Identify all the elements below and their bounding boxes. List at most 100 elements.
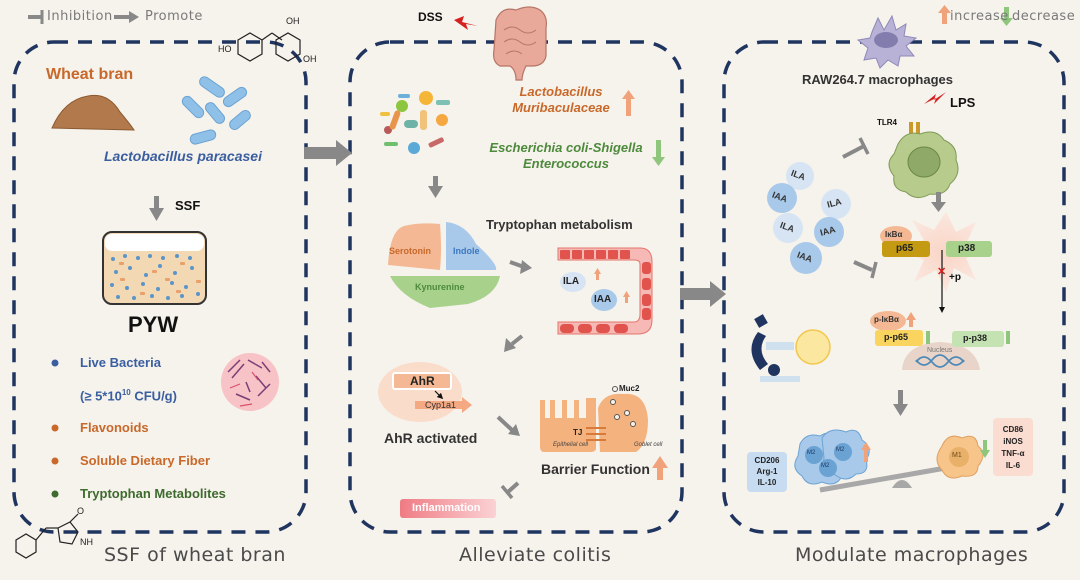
bullet-fiber [51, 457, 59, 465]
tj-label: TJ [573, 428, 583, 437]
p65-label: p65 [896, 243, 914, 254]
inhibit-tlr4-icon [842, 137, 870, 159]
p-ikba-label: p-IκBα [874, 315, 899, 324]
oh-label-2: OH [303, 54, 317, 64]
barrier-function-label: Barrier Function [541, 461, 650, 477]
cyp1a1-label: Cyp1a1 [425, 400, 457, 410]
pyw-container-icon [102, 231, 207, 305]
serotonin-label: Serotonin [389, 246, 431, 256]
m2-label-1: M2 [807, 450, 816, 456]
m1-label: M1 [952, 452, 962, 459]
nucleus-to-balance-arrow [893, 390, 908, 416]
p-p38-decrease-arrow [1006, 331, 1010, 344]
m1-markers: CD86 iNOS TNF-α IL-6 [993, 424, 1033, 472]
microscope-icon [751, 314, 800, 382]
cfu-base: (≥ 5*10 [80, 388, 122, 404]
m2-marker-box [747, 452, 787, 492]
p-p38-label: p-p38 [963, 333, 988, 343]
promote-legend-label: Promote [145, 9, 203, 24]
taxon-enterococcus: Enterococcus [523, 156, 609, 171]
barrier-increase-arrow [652, 456, 668, 480]
bullet-trp [51, 490, 59, 498]
ahr-box [392, 372, 452, 390]
kynurenine-label: Kynurenine [415, 282, 465, 292]
gut-ila-label: ILA [563, 276, 580, 287]
tryptophan-metabolism-title: Tryptophan metabolism [486, 217, 633, 232]
panel-colitis-title: Alleviate colitis [459, 544, 612, 566]
cyp1a1-arrow [415, 397, 472, 413]
marker-il10: IL-10 [757, 478, 777, 487]
live-bacteria-label: Live Bacteria [80, 355, 161, 370]
raw-macrophages-label: RAW264.7 macrophages [802, 72, 954, 87]
ahr-activated-label: AhR activated [384, 430, 478, 446]
m1-decrease-arrow [980, 440, 990, 458]
p-ikba-blob [870, 311, 906, 331]
bullet-flavonoids [51, 424, 59, 432]
inhibit-nfkb-icon [853, 260, 878, 279]
ikba-label: IκBα [885, 230, 903, 239]
ssf-arrow [149, 196, 164, 221]
gut-epithelium-icon [557, 247, 653, 335]
seesaw-fulcrum [892, 480, 912, 488]
tryptophan-metabolites-label: Tryptophan Metabolites [80, 486, 226, 501]
m2-increase-arrow [861, 442, 871, 462]
cfu-exponent: 10 [121, 388, 131, 397]
p-ikba-increase-arrow [906, 312, 916, 327]
microbiota-to-trp-arrow [428, 176, 443, 198]
panel-ssf-border [12, 40, 308, 534]
tlr4-receptor-icon [909, 122, 920, 138]
increase-legend-icon [938, 5, 951, 24]
dna-icon [915, 354, 965, 368]
decreased-taxa: Escherichia coli-Shigella Enterococcus [476, 140, 656, 172]
indole-label: Indole [453, 246, 480, 256]
marker-tnfa: TNF-α [1001, 449, 1025, 458]
lps-bolt-icon [924, 92, 946, 104]
ahr-cloud [378, 362, 462, 422]
ila-increase-arrow [596, 272, 599, 280]
ila-iaa-bubbles [767, 162, 851, 274]
taxon-lactobacillus: Lactobacillus [519, 84, 603, 99]
gut-iaa-label: IAA [594, 294, 612, 305]
p38-label: p38 [958, 243, 976, 254]
decrease-arrow-taxa [652, 140, 665, 166]
marker-cd86: CD86 [1002, 425, 1024, 434]
promote-legend-icon [114, 11, 139, 23]
decrease-legend-icon [1000, 7, 1013, 26]
cfu-unit: CFU/g) [130, 388, 177, 404]
p-p65-box [875, 330, 923, 346]
inhibition-legend-icon [28, 10, 44, 24]
taxon-escherichia-shigella: Escherichia coli-Shigella [489, 140, 643, 155]
serotonin-segment [388, 223, 441, 270]
p65-box [882, 241, 930, 257]
raw-macrophage-icon [856, 14, 918, 69]
nh-label: NH [80, 537, 93, 547]
dss-label: DSS [418, 10, 443, 24]
ssf-label: SSF [175, 198, 201, 213]
p-p65-decrease-arrow [926, 331, 930, 344]
phenolic-molecule-icon [237, 32, 301, 62]
mucin-granules [610, 386, 636, 427]
inhibition-legend-label: Inhibition [47, 9, 113, 24]
o-label: O [77, 506, 84, 516]
dss-bolt-icon [454, 16, 478, 30]
oh-label-1: OH [286, 16, 300, 26]
activation-burst [900, 212, 990, 292]
tlr4-label: TLR4 [877, 118, 897, 127]
increase-legend-label: increase [950, 9, 1009, 24]
taxon-muribaculaceae: Muribaculaceae [512, 100, 610, 115]
nucleus-label: Nucleus [927, 347, 953, 354]
pyrrolinone-molecule-icon [15, 513, 79, 559]
intestine-icon [493, 6, 547, 81]
panel-ssf-title: SSF of wheat bran [104, 544, 286, 566]
marker-cd206: CD206 [754, 456, 780, 465]
ho-label: HO [218, 44, 232, 54]
panel-macrophage-title: Modulate macrophages [795, 544, 1029, 566]
m2-label-2: M2 [836, 447, 845, 453]
epithelial-cell-label: Epithelial cell [553, 442, 589, 448]
increase-arrow-taxa [622, 90, 635, 116]
marker-arg1: Arg-1 [756, 467, 778, 476]
m2-markers: CD206 Arg-1 IL-10 [747, 455, 787, 488]
barrier-cells-icon [540, 393, 648, 452]
p38-box [946, 241, 992, 257]
